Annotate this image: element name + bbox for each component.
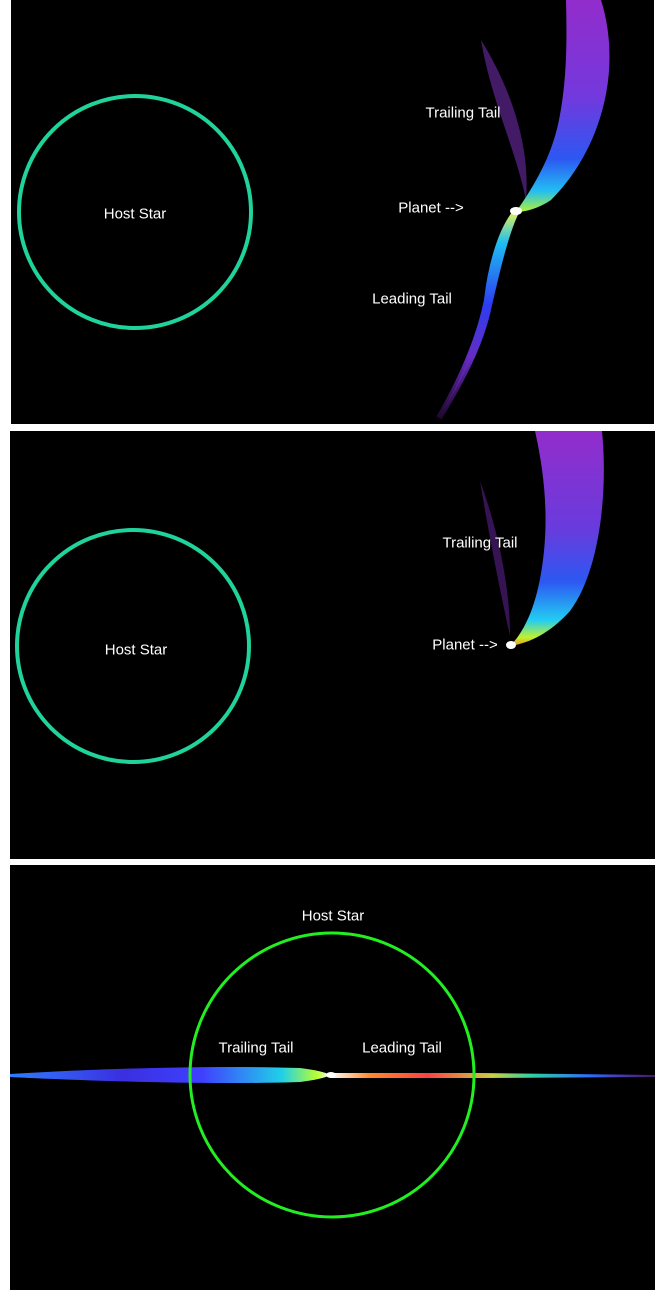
planet-marker	[506, 641, 516, 649]
panel-1-drawing	[17, 0, 610, 420]
panel-top-view-trailing-tail: Host Star Trailing Tail Planet -->	[10, 431, 655, 859]
host-star-outline	[17, 94, 253, 330]
host-star-outline	[188, 931, 476, 1219]
leading-tail-plume	[330, 1073, 655, 1078]
host-star-outline	[15, 528, 251, 764]
trailing-tail-plume	[516, 0, 610, 212]
planet-marker	[326, 1072, 336, 1078]
trailing-tail-label: Trailing Tail	[425, 104, 501, 122]
host-star-label: Host Star	[103, 205, 167, 223]
planet-label: Planet -->	[432, 636, 498, 654]
leading-tail-label: Leading Tail	[372, 290, 452, 308]
leading-tail-plume	[436, 210, 519, 420]
panel-top-view-both-tails: Host Star Trailing Tail Planet --> Leadi…	[11, 0, 654, 424]
panel-edge-on-view: Host Star Trailing Tail Leading Tail	[10, 865, 655, 1290]
trailing-tail-wisp	[481, 40, 527, 200]
planet-marker	[510, 207, 522, 215]
panel-3-drawing	[10, 931, 655, 1219]
host-star-label: Host Star	[301, 907, 365, 925]
panel-2-drawing	[15, 431, 604, 764]
host-star-label: Host Star	[104, 641, 168, 659]
trailing-tail-label: Trailing Tail	[442, 534, 518, 552]
trailing-tail-wisp	[480, 481, 510, 636]
leading-tail-label: Leading Tail	[362, 1039, 442, 1057]
planet-label: Planet -->	[398, 199, 464, 217]
trailing-tail-plume	[510, 431, 604, 646]
trailing-tail-label: Trailing Tail	[218, 1039, 294, 1057]
trailing-tail-plume	[10, 1066, 330, 1084]
